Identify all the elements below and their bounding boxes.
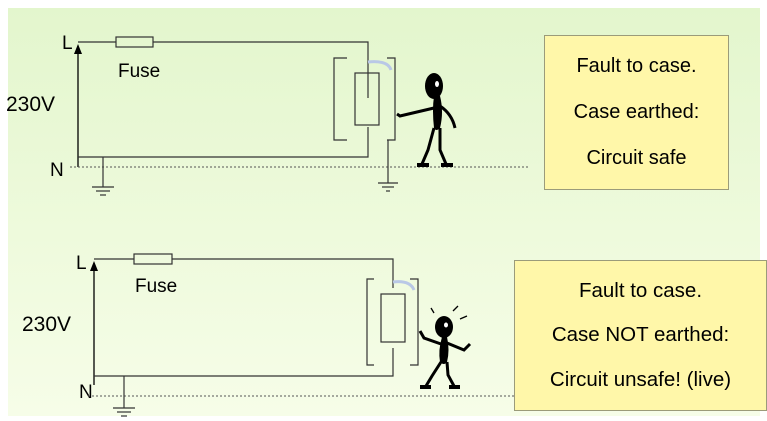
live-label: L — [76, 253, 87, 274]
fault-wire — [392, 280, 416, 291]
fuse-symbol — [133, 253, 173, 265]
note-line: Case earthed: — [573, 100, 700, 123]
neutral-wire — [78, 127, 369, 158]
live-wire — [153, 41, 369, 98]
heating-element — [354, 72, 380, 126]
live-label: L — [62, 33, 73, 54]
fault-wire — [367, 60, 393, 71]
voltage-label: 230V — [6, 93, 55, 116]
live-wire — [172, 258, 394, 288]
appliance-case-left — [333, 57, 347, 141]
heating-element — [380, 293, 406, 343]
neutral-label: N — [50, 160, 64, 181]
note-line: Fault to case. — [578, 279, 703, 303]
note-line: Case NOT earthed: — [551, 323, 730, 347]
note-line: Fault to case. — [576, 55, 697, 78]
note-line: Circuit unsafe! (live) — [549, 367, 732, 391]
appliance-case-right — [387, 57, 396, 141]
arrow-head — [74, 44, 82, 54]
person-safe — [396, 73, 457, 167]
fuse-label: Fuse — [135, 276, 177, 297]
appliance-case-right — [410, 278, 419, 366]
neutral-label: N — [79, 382, 93, 403]
note-box-not-earthed: Fault to case. Case NOT earthed: Circuit… — [514, 260, 767, 411]
arrow-head — [90, 261, 98, 271]
appliance-case-left — [366, 278, 374, 366]
note-line: Circuit safe — [586, 146, 687, 169]
fuse-symbol — [115, 36, 154, 48]
panel-not-earthed: L N 230V Fuse — [22, 253, 514, 417]
note-box-earthed: Fault to case. Case earthed: Circuit saf… — [544, 35, 729, 190]
voltage-label: 230V — [22, 313, 71, 336]
panel-earthed: L N 230V Fuse — [6, 33, 530, 196]
neutral-wire — [94, 348, 394, 377]
person-shocked — [418, 305, 472, 389]
fuse-label: Fuse — [118, 61, 160, 82]
